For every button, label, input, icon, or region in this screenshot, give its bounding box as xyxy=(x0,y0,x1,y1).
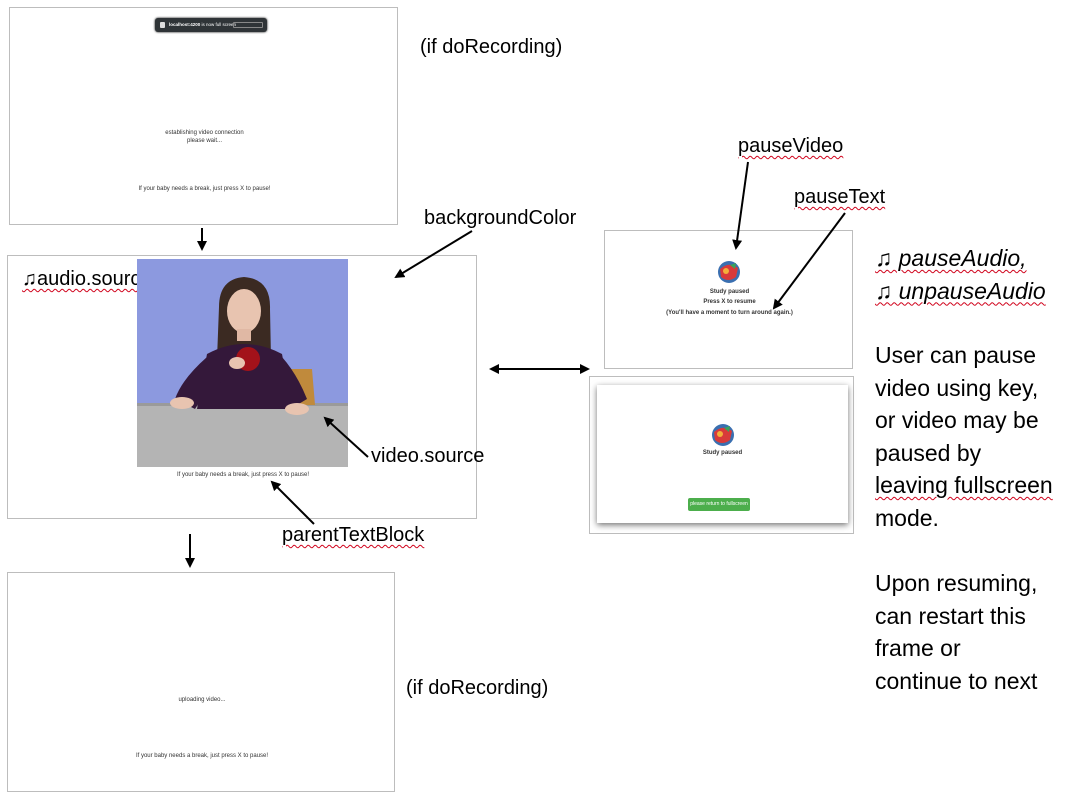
status-text: establishing video connection xyxy=(165,130,244,136)
condition-label-bottom: (if doRecording) xyxy=(406,677,549,699)
resume-description: Upon resuming, can restart this frame or… xyxy=(875,570,1038,694)
lock-icon xyxy=(160,22,165,28)
video-source-label: video.source xyxy=(371,445,485,467)
parent-text: If your baby needs a break, just press X… xyxy=(135,753,269,759)
frame-recording-start: localhost:4200 is now full screen establ… xyxy=(9,7,398,225)
frame-main: ♫audio.source If your baby needs a break… xyxy=(7,255,477,519)
audio-source-label: ♫audio.source xyxy=(22,268,152,290)
background-color-label: backgroundColor xyxy=(424,207,577,229)
pause-note: (You'll have a moment to turn around aga… xyxy=(666,310,793,316)
toast-text: is now full screen xyxy=(201,22,237,27)
exit-fullscreen-button[interactable] xyxy=(233,22,263,28)
condition-label-top: (if doRecording) xyxy=(420,36,563,58)
parent-text: If your baby needs a break, just press X… xyxy=(176,472,310,478)
parent-text-block-label: parentTextBlock xyxy=(282,524,425,546)
pause-instruction: Press X to resume xyxy=(703,299,756,305)
pause-text-label: pauseText xyxy=(794,186,886,208)
upload-status: uploading video... xyxy=(178,697,226,703)
return-fullscreen-button[interactable]: please return to fullscreen xyxy=(688,498,750,511)
status-text-wait: please wait... xyxy=(186,138,223,144)
video-still xyxy=(137,259,348,467)
frame-pause-key: Study paused Press X to resume (You'll h… xyxy=(604,230,853,369)
pause-video-label: pauseVideo xyxy=(738,135,844,157)
pause-video-icon xyxy=(718,261,740,283)
pause-video-icon xyxy=(712,424,734,446)
frame-pause-fullscreen: Study paused please return to fullscreen xyxy=(589,376,854,534)
fullscreen-toast: localhost:4200 is now full screen xyxy=(155,18,267,32)
pause-description: User can pause video using key, or video… xyxy=(875,342,1053,531)
pause-title: Study paused xyxy=(709,289,750,295)
toast-url: localhost:4200 xyxy=(169,22,201,27)
person-face xyxy=(227,289,261,333)
unpause-audio-note: ♫ unpauseAudio xyxy=(875,277,1046,304)
parent-text: If your baby needs a break, just press X… xyxy=(138,186,271,192)
audio-notes: ♫ pauseAudio, ♫ unpauseAudio xyxy=(875,242,1046,307)
pause-title: Study paused xyxy=(702,450,743,456)
pause-audio-note: ♫ pauseAudio, xyxy=(875,245,1027,271)
frame-recording-end: uploading video... If your baby needs a … xyxy=(7,572,395,792)
